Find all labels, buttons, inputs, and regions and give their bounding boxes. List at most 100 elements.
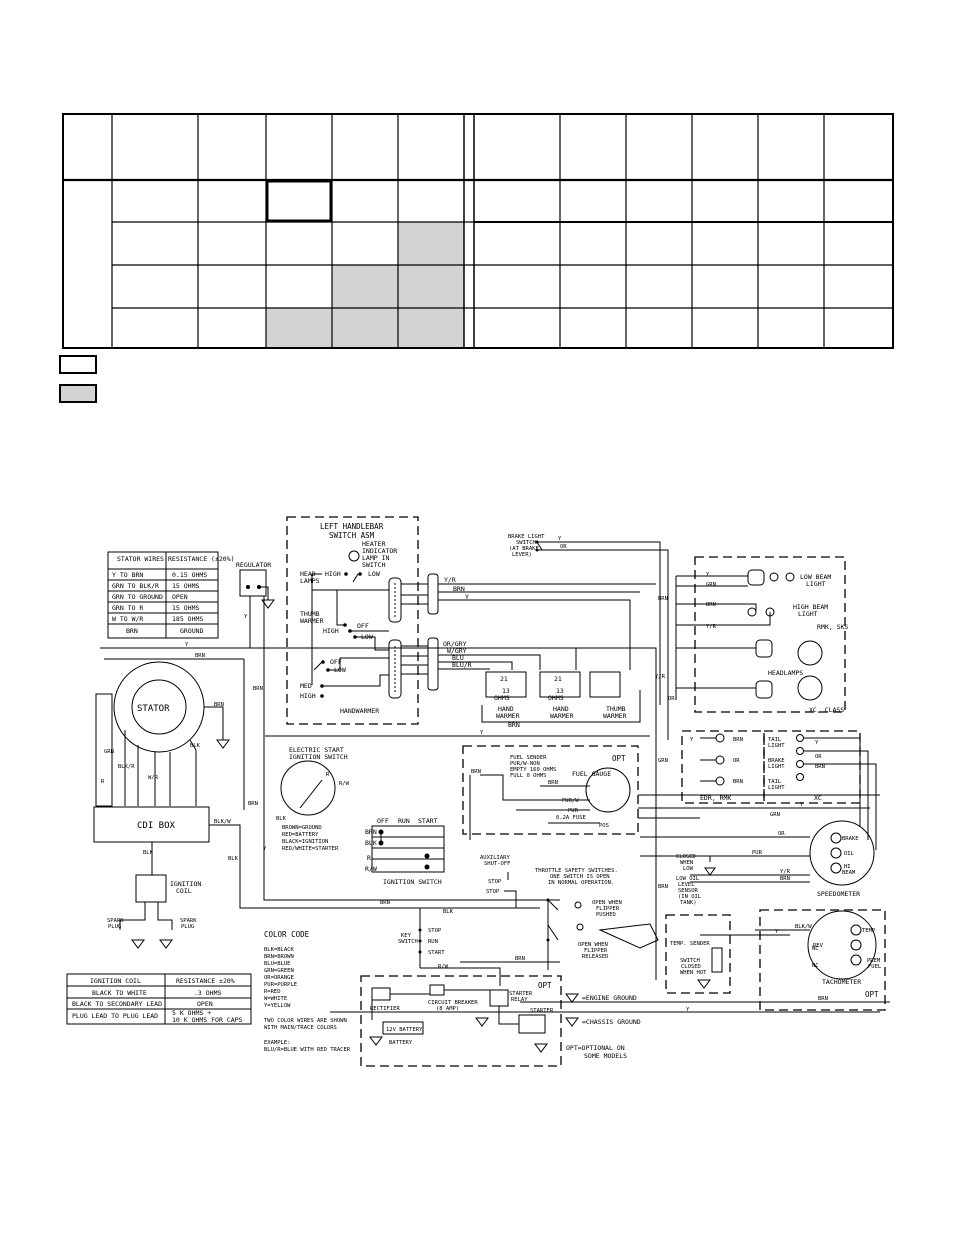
wire-label: OR xyxy=(668,696,675,702)
label: STOP xyxy=(428,928,442,934)
wire-label: BRN xyxy=(815,764,825,770)
label: 12V BATTERY xyxy=(386,1027,423,1033)
label: LEVER) xyxy=(512,552,532,558)
cdi-label: CDI BOX xyxy=(137,821,176,831)
label: RUN xyxy=(428,939,438,945)
label: CIRCUIT BREAKER xyxy=(428,1000,478,1006)
label: THROTTLE SAFETY SWITCHES. xyxy=(535,868,618,874)
label: HEATER xyxy=(362,540,386,548)
wire-label: BRN xyxy=(195,653,205,659)
sensors: CLOSED WHEN LOW LOW OIL LEVEL SENSOR (IN… xyxy=(665,854,731,994)
wire-label: GRN xyxy=(658,758,668,764)
label: XC xyxy=(814,794,822,802)
wire-label: R/W xyxy=(438,964,449,970)
label: BROWN=GROUND xyxy=(282,825,322,831)
label: TAIL xyxy=(768,737,782,743)
label: LOW BEAM xyxy=(800,573,831,581)
wire-label: BLK xyxy=(228,856,239,862)
wire-label: BLK xyxy=(190,743,201,749)
label: FLIPPER xyxy=(596,906,620,912)
color-code-legend: COLOR CODE BLK=BLACK BRN=BROWN BLU=BLUE … xyxy=(264,930,351,1053)
label: OIL xyxy=(844,851,855,857)
ignition-switch-table: OFF RUN START BRN BLK R R/W IGNITION SWI… xyxy=(365,817,445,886)
cdi-box: CDI BOX BLK/W BLK BLK xyxy=(93,806,280,909)
stator-row: GRN TO GROUND xyxy=(112,593,163,601)
label: RED=BATTERY xyxy=(282,832,319,838)
legend-box-bold xyxy=(59,355,97,374)
label: 0.2A FUSE xyxy=(556,815,586,821)
coil-row: BLACK TO WHITE xyxy=(92,989,147,997)
stator-row: Y TO BRN xyxy=(112,571,143,579)
wire-label: BLU/R xyxy=(452,661,472,669)
label: OFF xyxy=(330,658,342,666)
color-code-line: Y=YELLOW xyxy=(264,1003,291,1009)
label: OHMS xyxy=(548,694,564,702)
stator-row: GRN TO BLK/R xyxy=(112,582,159,590)
coil-row-split: 5 K OHMS + xyxy=(172,1009,211,1017)
label: SPARK xyxy=(107,918,124,924)
stator-header-wires: STATOR WIRES xyxy=(117,555,164,563)
wire-label: OR xyxy=(815,754,822,760)
label: 13 xyxy=(556,687,564,695)
wire-label: Y xyxy=(185,642,189,648)
gauges: BRAKE OIL HI BEAM SPEEDOMETER TEMP REV P… xyxy=(759,820,886,1011)
wire-label: W/R xyxy=(148,775,159,781)
speedometer-label: SPEEDOMETER xyxy=(817,890,860,898)
wire-label: PUR/W xyxy=(562,798,579,804)
label: PREM xyxy=(867,958,881,964)
label: HEAD- xyxy=(300,570,320,578)
grid-shaded-cell xyxy=(332,265,398,308)
wire-label: Y/R xyxy=(780,869,791,875)
stator-row: BRN xyxy=(126,627,138,635)
label: REV xyxy=(813,943,824,949)
label: BEAM xyxy=(842,870,856,876)
label: RMK, SKS xyxy=(817,623,848,631)
stator-row: W TO W/R xyxy=(112,615,143,623)
wire-label: BRN xyxy=(733,779,743,785)
coil-row-split: 10 K OHMS FOR CAPS xyxy=(172,1016,243,1024)
brake-light-switch: BRAKE LIGHT SWITCH (AT BRAKE LEVER) Y OR xyxy=(508,534,669,740)
label: OFF xyxy=(357,622,369,630)
label: PUSHED xyxy=(596,912,616,918)
color-code-line: PUR=PURPLE xyxy=(264,982,297,988)
label: AUXILIARY xyxy=(480,855,510,861)
wire-label: OR xyxy=(733,758,740,764)
label: WHEN xyxy=(680,860,693,866)
label: LIGHT xyxy=(768,743,785,749)
label: FUEL GAUGE xyxy=(572,770,611,778)
wire-label: Y xyxy=(480,730,484,736)
ign-col: RUN xyxy=(398,817,410,825)
wire-label: BLK/R xyxy=(118,764,135,770)
label: BRAKE LIGHT xyxy=(508,534,545,540)
wire-label: R xyxy=(326,772,330,778)
label: START xyxy=(428,950,445,956)
label: STARTER xyxy=(530,1008,554,1014)
wire-label: Y xyxy=(706,572,710,578)
label: ONE SWITCH IS OPEN xyxy=(550,874,610,880)
tail-lights: Y BRN OR BRN EDR, RMK XC TAIL LIGHT BRAK… xyxy=(681,730,877,850)
lights-cluster: LOW BEAM LIGHT HIGH BEAM LIGHT RMK, SKS … xyxy=(675,556,848,714)
label: SPARK xyxy=(180,918,197,924)
label: HIGH xyxy=(323,627,339,635)
stator-resistance-table: STATOR WIRES RESISTANCE (±20%) Y TO BRN … xyxy=(107,551,235,639)
label: SWITCH xyxy=(362,561,386,569)
coil-row: PLUG LEAD TO PLUG LEAD xyxy=(72,1012,158,1020)
label: CLOSED xyxy=(676,854,696,860)
label: WARMER xyxy=(496,712,520,720)
color-code-example: EXAMPLE: xyxy=(264,1040,291,1046)
label: SWITCH xyxy=(516,540,536,546)
label: SWITCH xyxy=(680,958,700,964)
grid-shaded-cell xyxy=(266,308,332,349)
wire-label: BRN xyxy=(818,996,828,1002)
label: IN NORMAL OPERATION. xyxy=(548,880,614,886)
ground-legend: =ENGINE GROUND =CHASSIS GROUND OPT=OPTIO… xyxy=(565,993,641,1060)
wire-label: BRN xyxy=(248,801,258,807)
handlebar-connectors: Y/R BRN Y OR/GRY W/GRY BLU BLU/R xyxy=(401,573,656,691)
label: TAIL xyxy=(768,779,782,785)
label: LIGHT xyxy=(806,580,826,588)
left-handlebar-switch: LEFT HANDLEBAR SWITCH ASM HEATER INDICAT… xyxy=(286,516,419,725)
label: KEY xyxy=(401,933,412,939)
color-code-line: GRN=GREEN xyxy=(264,968,294,974)
label: BRAKE xyxy=(768,758,785,764)
label: EMPTY 160 OHMS xyxy=(510,767,556,773)
